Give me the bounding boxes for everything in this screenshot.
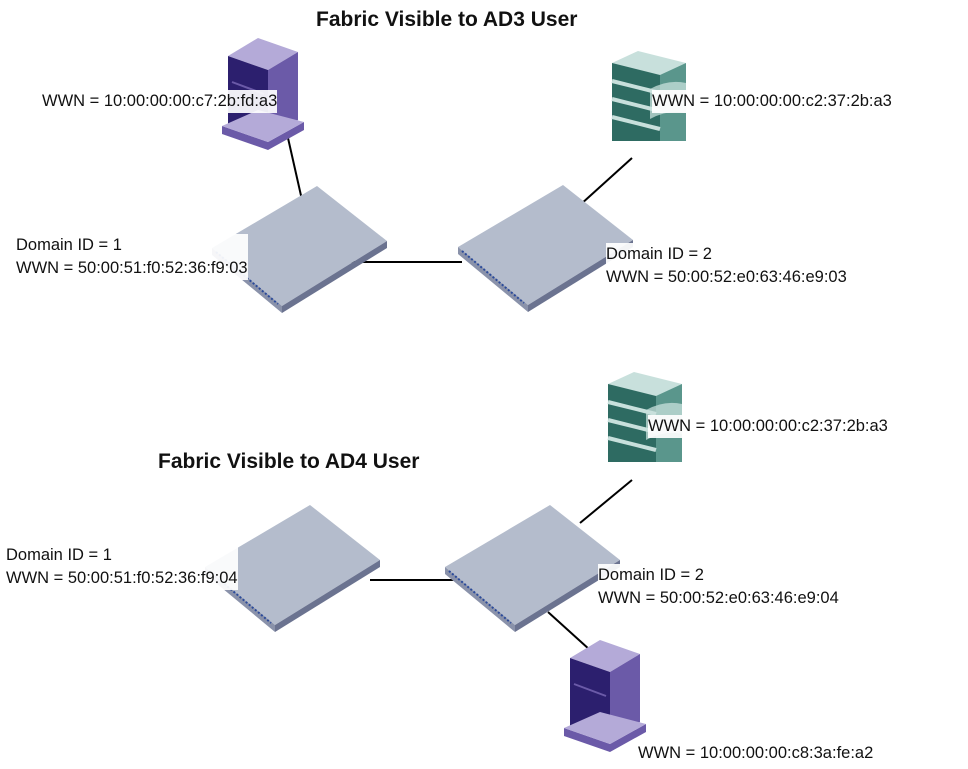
fabric-title-ad3: Fabric Visible to AD3 User [316,8,578,31]
link-storage-to-switch2-ad3 [579,157,633,206]
server-wwn-label-ad4: WWN = 10:00:00:00:c8:3a:fe:a2 [638,744,874,762]
switch-label-domain1-ad3: Domain ID = 1 WWN = 50:00:51:f0:52:36:f9… [16,234,248,280]
switch-wwn-label: WWN = 50:00:51:f0:52:36:f9:03 [16,257,248,280]
switch-domain-label: Domain ID = 2 [606,243,847,266]
server-icon-ad4 [563,639,647,753]
switch-label-domain1-ad4: Domain ID = 1 WWN = 50:00:51:f0:52:36:f9… [6,544,238,590]
switch-wwn-label: WWN = 50:00:52:e0:63:46:e9:03 [606,266,847,289]
server-wwn-label-ad3: WWN = 10:00:00:00:c7:2b:fd:a3 [42,90,278,113]
switch-wwn-label: WWN = 50:00:51:f0:52:36:f9:04 [6,567,238,590]
storage-wwn-label-ad4: WWN = 10:00:00:00:c2:37:2b:a3 [648,415,888,438]
link-storage-to-switch2-ad4 [579,479,633,524]
switch-label-domain2-ad4: Domain ID = 2 WWN = 50:00:52:e0:63:46:e9… [598,564,839,610]
fabric-title-ad4: Fabric Visible to AD4 User [158,450,420,473]
switch-domain-label: Domain ID = 1 [6,544,238,567]
link-server-to-switch2-ad4 [547,611,591,651]
switch-domain-label: Domain ID = 1 [16,234,248,257]
switch-domain-label: Domain ID = 2 [598,564,839,587]
switch-icon-domain2-ad4 [444,504,621,633]
link-server-to-switch1-ad3 [287,137,303,201]
storage-wwn-label-ad3: WWN = 10:00:00:00:c2:37:2b:a3 [652,90,892,113]
switch-wwn-label: WWN = 50:00:52:e0:63:46:e9:04 [598,587,839,610]
switch-label-domain2-ad3: Domain ID = 2 WWN = 50:00:52:e0:63:46:e9… [606,243,847,289]
